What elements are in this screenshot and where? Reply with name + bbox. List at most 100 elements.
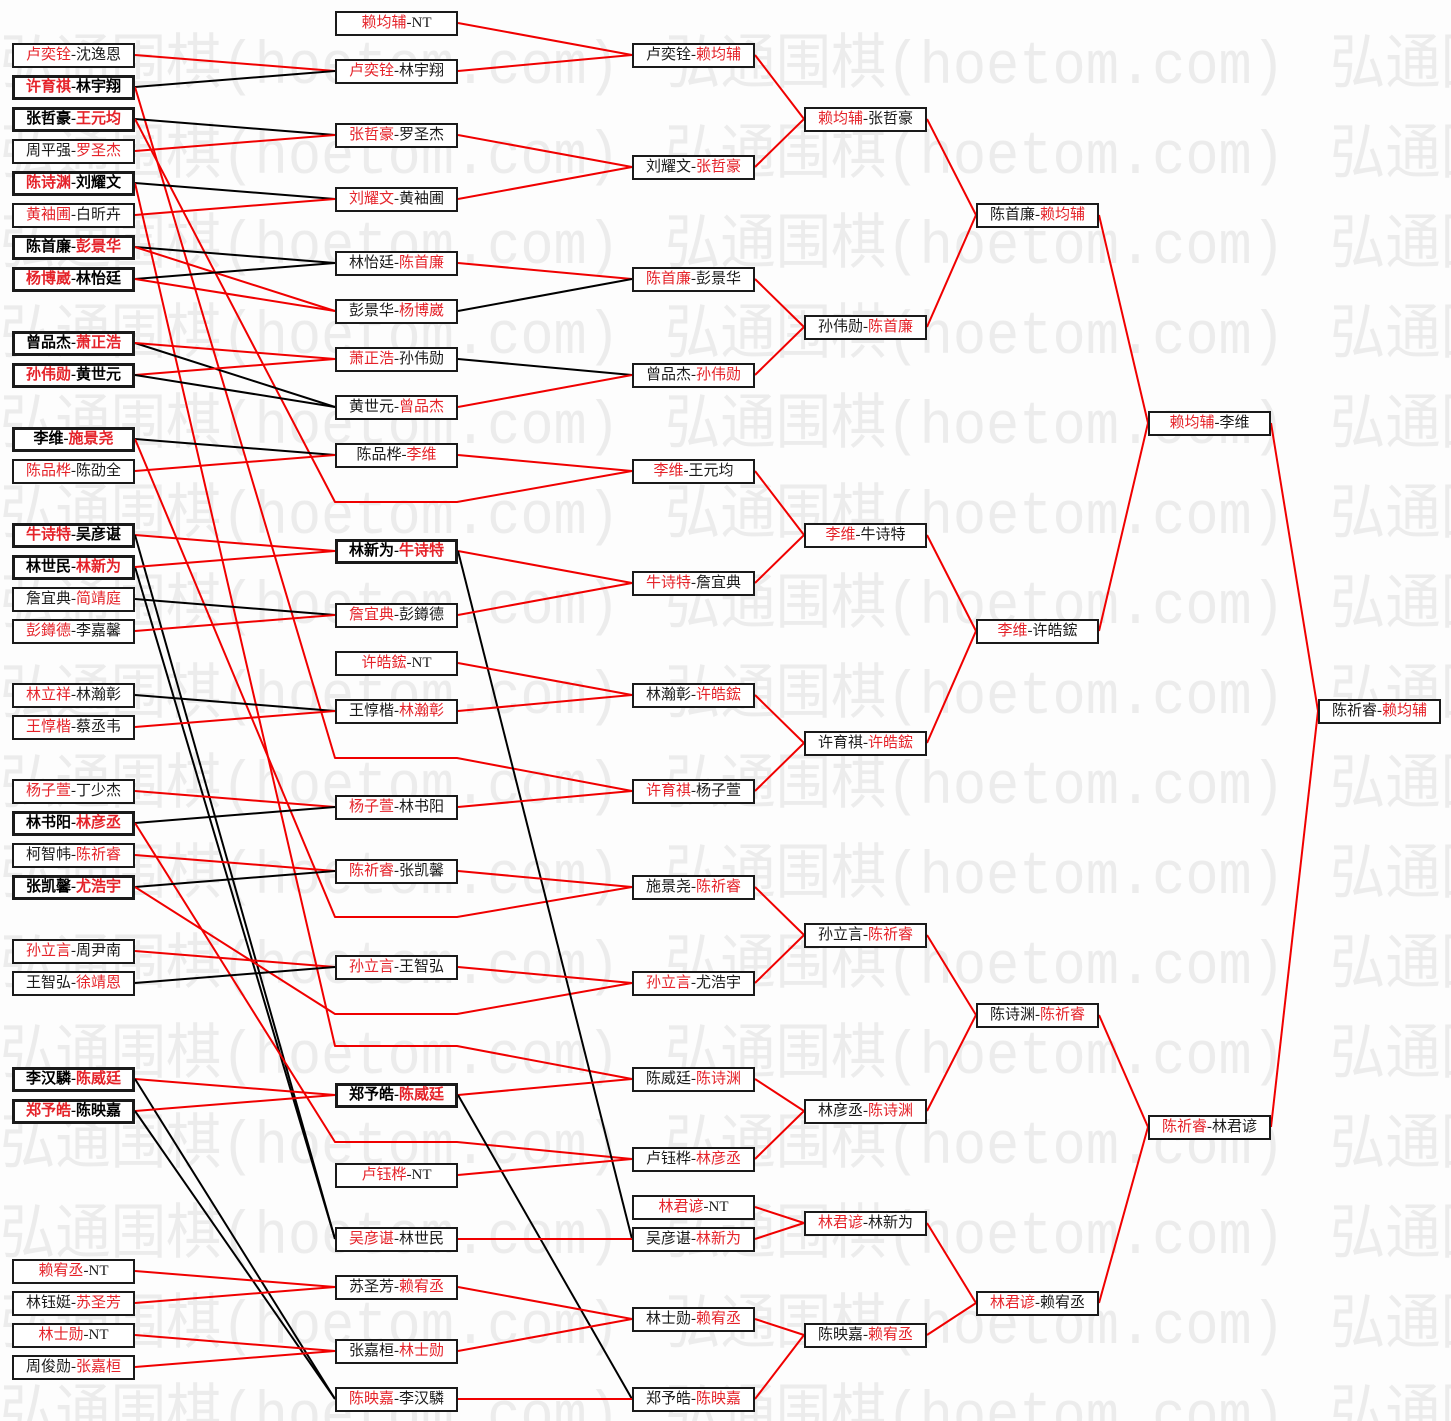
separator: - bbox=[1214, 415, 1220, 431]
player-name: 林怡廷 bbox=[348, 255, 394, 271]
match-box: 陈诗渊-陈祈睿 bbox=[976, 1003, 1099, 1028]
winner-advance-line bbox=[134, 854, 336, 872]
winner-advance-line bbox=[754, 694, 805, 744]
winner-name: 林君谚 bbox=[989, 1295, 1035, 1311]
match-box: 吴彦谌-林新为 bbox=[632, 1227, 755, 1252]
match-box: 郑予皓-陈映嘉 bbox=[632, 1387, 755, 1412]
winner-name: 牛诗特 bbox=[645, 575, 691, 591]
match-box: 周平强-罗圣杰 bbox=[12, 139, 135, 164]
winner-advance-line bbox=[1270, 710, 1319, 1128]
match-box: 牛诗特-詹宜典 bbox=[632, 571, 755, 596]
loser-advance-line bbox=[134, 118, 336, 136]
winner-advance-line bbox=[134, 550, 336, 568]
winner-advance-line bbox=[457, 454, 633, 472]
player-name: NT bbox=[411, 655, 432, 671]
winner-advance-line bbox=[134, 1094, 336, 1112]
winner-name: 陈诗渊 bbox=[696, 1071, 742, 1087]
watermark-text: 弘通围棋(hoetom.com) bbox=[665, 662, 1285, 732]
watermark-text: 弘通围棋(hoetom.com) bbox=[665, 122, 1285, 192]
player-name: 林瀚彰 bbox=[76, 687, 122, 703]
match-box: 林钰娗-苏圣芳 bbox=[12, 1291, 135, 1316]
match-box: 孙立言-周尹南 bbox=[12, 939, 135, 964]
winner-name: 杨子萱 bbox=[348, 799, 394, 815]
winner-name: 牛诗特 bbox=[399, 543, 445, 559]
winner-advance-line bbox=[134, 534, 336, 552]
watermark-text: 弘通围棋(hoetom.com) bbox=[665, 1382, 1285, 1421]
winner-advance-line bbox=[457, 134, 633, 168]
loser-advance-line bbox=[134, 246, 336, 264]
separator: - bbox=[71, 1295, 76, 1311]
winner-name: 陈诗渊 bbox=[868, 1103, 914, 1119]
winner-advance-line bbox=[1098, 214, 1149, 424]
winner-advance-line bbox=[134, 790, 336, 808]
match-box: 陈诗渊-刘耀文 bbox=[12, 171, 135, 196]
winner-advance-line bbox=[754, 886, 805, 936]
winner-advance-line bbox=[1270, 422, 1319, 712]
winner-name: 林彦丞 bbox=[696, 1151, 742, 1167]
separator: - bbox=[394, 191, 399, 207]
player-name: 许皓鋐 bbox=[1032, 623, 1078, 639]
separator: - bbox=[855, 527, 861, 543]
separator: - bbox=[683, 463, 689, 479]
player-name: 王智弘 bbox=[399, 959, 445, 975]
match-box: 杨子萱-丁少杰 bbox=[12, 779, 135, 804]
winner-advance-line bbox=[134, 950, 336, 968]
winner-advance-line bbox=[134, 134, 336, 152]
winner-advance-line bbox=[1098, 1014, 1149, 1128]
loser-advance-line bbox=[457, 1094, 633, 1400]
player-name: 林新为 bbox=[348, 543, 394, 559]
player-name: 周尹南 bbox=[76, 943, 122, 959]
match-box: 许育祺-林宇翔 bbox=[12, 75, 135, 100]
winner-advance-line bbox=[134, 710, 336, 728]
separator: - bbox=[394, 703, 399, 719]
separator: - bbox=[71, 47, 76, 63]
player-name: 张凯馨 bbox=[25, 879, 71, 895]
separator: - bbox=[691, 1311, 696, 1327]
winner-advance-line bbox=[926, 1014, 977, 1112]
winner-name: 林彦丞 bbox=[76, 815, 122, 831]
separator: - bbox=[863, 319, 868, 335]
match-box: 张凯馨-尤浩宇 bbox=[12, 875, 135, 900]
winner-name: 林立祥 bbox=[25, 687, 71, 703]
winner-name: 陈威廷 bbox=[399, 1087, 445, 1103]
winner-advance-line bbox=[134, 246, 336, 312]
winner-advance-line bbox=[134, 822, 633, 1160]
winner-name: 李维 bbox=[406, 447, 437, 463]
player-name: 孙立言 bbox=[817, 927, 863, 943]
match-box: 郑予皓-陈映嘉 bbox=[12, 1099, 135, 1124]
match-box: 李维-许皓鋐 bbox=[976, 619, 1099, 644]
separator: - bbox=[394, 1391, 399, 1407]
winner-name: 许育祺 bbox=[25, 79, 71, 95]
winner-advance-line bbox=[134, 1270, 336, 1288]
winner-name: 赖宥丞 bbox=[38, 1263, 84, 1279]
loser-advance-line bbox=[134, 1110, 336, 1400]
match-box: 卢钰桦-NT bbox=[335, 1163, 458, 1188]
winner-name: 赖宥丞 bbox=[868, 1327, 914, 1343]
winner-name: 林士勋 bbox=[38, 1327, 84, 1343]
watermark-text: 弘通围棋(hoetom.com) bbox=[665, 302, 1285, 372]
match-box: 王智弘-徐靖恩 bbox=[12, 971, 135, 996]
player-name: 林世民 bbox=[399, 1231, 445, 1247]
winner-name: 陈祈睿 bbox=[348, 863, 394, 879]
watermark-text: 弘通围棋(hoetom.com) bbox=[1330, 302, 1451, 372]
winner-name: 杨博崴 bbox=[25, 271, 71, 287]
match-box: 林世民-林新为 bbox=[12, 555, 135, 580]
match-box: 苏圣芳-赖宥丞 bbox=[335, 1275, 458, 1300]
loser-advance-line bbox=[134, 870, 336, 888]
player-name: 林怡廷 bbox=[76, 271, 122, 287]
winner-name: 赖宥丞 bbox=[399, 1279, 445, 1295]
watermark-text: 弘通围棋(hoetom.com) bbox=[1330, 32, 1451, 102]
match-box: 王惇楷-蔡丞韦 bbox=[12, 715, 135, 740]
match-box: 陈首廉-彭景华 bbox=[632, 267, 755, 292]
winner-advance-line bbox=[457, 22, 633, 56]
separator: - bbox=[394, 351, 399, 367]
separator: - bbox=[394, 1087, 399, 1103]
winner-advance-line bbox=[457, 790, 633, 808]
match-box: 许皓鋐-NT bbox=[335, 651, 458, 676]
separator: - bbox=[1035, 207, 1040, 223]
player-name: 李嘉馨 bbox=[76, 623, 122, 639]
separator: - bbox=[691, 975, 696, 991]
match-box: 赖均辅-李维 bbox=[1148, 411, 1271, 436]
player-name: 林瀚彰 bbox=[645, 687, 691, 703]
